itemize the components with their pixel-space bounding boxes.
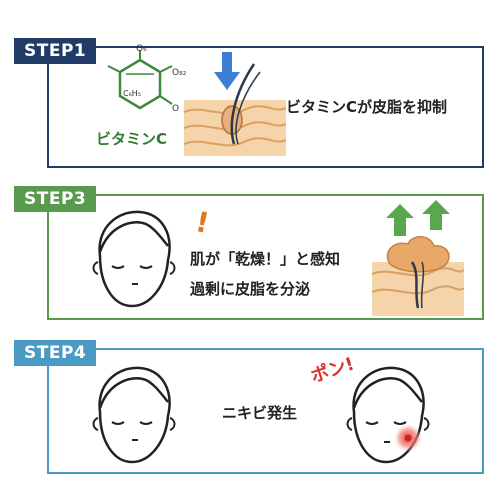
step1-caption: ビタミンCが皮脂を抑制 bbox=[286, 98, 448, 116]
skin-pore-icon bbox=[183, 63, 287, 156]
molecule-atom-bottom: O bbox=[172, 104, 180, 114]
vitamin-c-molecule-icon bbox=[107, 50, 173, 110]
molecule-label: ビタミンC bbox=[96, 130, 168, 148]
molecule-atom-center: C₆H₅ bbox=[123, 89, 142, 98]
skin-sebum-icon bbox=[371, 200, 465, 316]
step4-tag: STEP4 bbox=[14, 340, 97, 366]
step4-section: STEP4 ニキビ発生 ポン! bbox=[14, 340, 484, 474]
step3-tag: STEP3 bbox=[14, 186, 97, 212]
step4-caption: ニキビ発生 bbox=[222, 404, 298, 422]
face-neutral-icon bbox=[92, 210, 176, 308]
face-with-pimple-icon bbox=[346, 366, 430, 464]
step3-caption-line2: 過剰に皮脂を分泌 bbox=[190, 280, 311, 298]
down-arrow-icon bbox=[214, 52, 240, 90]
face-neutral-icon-2 bbox=[92, 366, 176, 464]
step1-section: STEP1 O₆ O₈₂ C₆H₅ O ビタミンC ビタミンCが皮脂を抑制 bbox=[14, 38, 484, 168]
step3-caption-line1: 肌が「乾燥！」と感知 bbox=[190, 250, 341, 268]
step1-tag: STEP1 bbox=[14, 38, 97, 64]
molecule-atom-right: O₈₂ bbox=[172, 68, 187, 78]
step3-section: STEP3 ! 肌が「乾燥！」と感知 過剰に皮脂を分泌 bbox=[14, 186, 484, 320]
molecule-atom-top: O₆ bbox=[136, 44, 147, 54]
